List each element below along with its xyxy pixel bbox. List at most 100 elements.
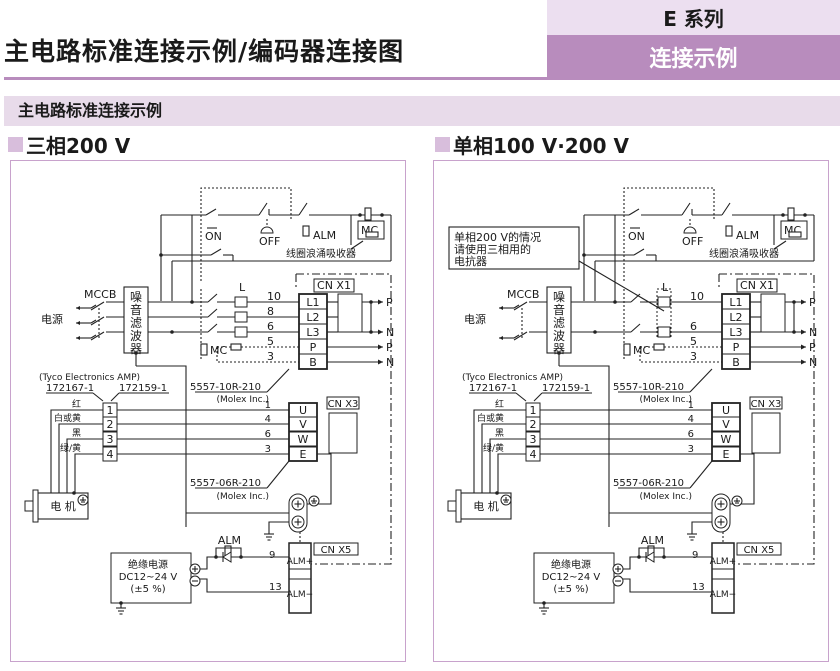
dc-out-label: P bbox=[809, 341, 816, 354]
motor-pin-label: 1 bbox=[107, 404, 114, 417]
reactor-outline bbox=[656, 288, 672, 338]
motor-label: 电 机 bbox=[473, 499, 499, 513]
cn-x3-tag bbox=[749, 396, 783, 410]
cn-x5-label: CN X5 bbox=[321, 545, 352, 556]
alm-plus-label: ALM+ bbox=[710, 557, 736, 567]
junction-dot bbox=[593, 330, 597, 334]
cn-x5-label: CN X5 bbox=[744, 545, 775, 556]
alm-relay-wire bbox=[215, 547, 242, 557]
diode-icon bbox=[645, 551, 655, 563]
surge-absorber-icon bbox=[788, 231, 802, 238]
junction-dot bbox=[190, 300, 194, 304]
reactor-coil-icon bbox=[657, 326, 671, 338]
noise-filter-label: 滤 bbox=[553, 316, 565, 330]
connector-part-10: 5557-10R-210 bbox=[190, 382, 261, 393]
dc-out-label: N bbox=[809, 326, 817, 339]
junction-dot bbox=[159, 253, 163, 257]
arrow-icon bbox=[378, 359, 383, 365]
noise-filter-box bbox=[123, 286, 149, 354]
alm-output-label: ALM bbox=[641, 534, 664, 547]
arrow-icon bbox=[378, 299, 383, 305]
reactor-coil-icon bbox=[234, 311, 248, 323]
motor-wire-color: 红 bbox=[72, 398, 81, 410]
alm-minus-label: ALM− bbox=[710, 590, 736, 600]
wire-number: 6 bbox=[688, 429, 694, 440]
note-box bbox=[448, 226, 580, 270]
wire-number: 6 bbox=[690, 320, 697, 333]
cn-x1-pin-label: B bbox=[309, 356, 317, 369]
noise-filter-label: 波 bbox=[553, 329, 565, 343]
wire-number: 3 bbox=[690, 350, 697, 363]
on-switch-icon bbox=[205, 208, 217, 216]
part-number-b: 172159-1 bbox=[542, 383, 590, 394]
surge-absorber-label: 线圈浪涌吸收器 bbox=[709, 247, 779, 260]
alm-relay-icon bbox=[302, 225, 310, 237]
junction-dot bbox=[170, 330, 174, 334]
on-switch-icon bbox=[210, 248, 222, 256]
junction-dot bbox=[380, 213, 384, 217]
alm-contact-icon bbox=[298, 202, 308, 216]
alm-minus-wire bbox=[199, 578, 289, 593]
alm-label: ALM bbox=[736, 229, 759, 242]
note-leader bbox=[578, 260, 665, 312]
wire-number: 4 bbox=[688, 414, 694, 425]
dc-out-label: N bbox=[386, 326, 394, 339]
mc-contact-icon bbox=[630, 293, 641, 303]
wire-number: 5 bbox=[690, 335, 697, 348]
reactor-coil-icon bbox=[234, 326, 248, 338]
connector-part-06: 5557-06R-210 bbox=[190, 478, 261, 489]
dc-out-label: P bbox=[386, 296, 393, 309]
motor-lead bbox=[66, 438, 103, 493]
arrow-icon bbox=[76, 306, 80, 310]
psu-label: (±5 %) bbox=[130, 584, 165, 595]
cn-x1-tag bbox=[313, 278, 355, 293]
reactor-label: L bbox=[662, 281, 669, 294]
junction-dot bbox=[662, 555, 666, 559]
alm-output-label: ALM bbox=[218, 534, 241, 547]
molex-label: (Molex Inc.) bbox=[639, 395, 692, 405]
motor-pin-label: 2 bbox=[107, 418, 114, 431]
motor-lead bbox=[489, 438, 526, 493]
noise-filter-label: 音 bbox=[553, 302, 565, 317]
note-line: 电抗器 bbox=[454, 254, 487, 268]
junction-dot bbox=[613, 300, 617, 304]
wire-number: 1 bbox=[265, 400, 271, 411]
noise-filter-label: 滤 bbox=[130, 316, 142, 330]
motor-wire-color: 白或黄 bbox=[477, 412, 504, 424]
wire-number: 8 bbox=[267, 305, 274, 318]
bullet-square-icon bbox=[8, 137, 23, 152]
wire-number: 6 bbox=[267, 320, 274, 333]
arrow-icon bbox=[76, 321, 80, 325]
cn-x1-label: CN X1 bbox=[317, 279, 351, 292]
alm-minus-wire bbox=[622, 578, 712, 593]
mccb-contact-icon bbox=[513, 304, 520, 309]
off-button-icon bbox=[260, 226, 274, 234]
surge-absorber-icon bbox=[365, 231, 379, 238]
on-switch-icon bbox=[633, 248, 645, 256]
note-line: 请使用三相用的 bbox=[454, 242, 531, 256]
ground-wire bbox=[691, 521, 712, 529]
cn-x1-pin-label: P bbox=[310, 341, 317, 354]
motor-flange-icon bbox=[455, 489, 462, 523]
alm-label: ALM bbox=[313, 229, 336, 242]
regen-resistor-icon bbox=[653, 343, 665, 351]
ground-wire bbox=[268, 521, 289, 529]
part-number-b: 172159-1 bbox=[119, 383, 167, 394]
reactor-coil-icon bbox=[234, 296, 248, 308]
power-source-label: 电源 bbox=[41, 312, 63, 326]
cn-x1-pin-label: B bbox=[732, 356, 740, 369]
mc-contact-icon bbox=[207, 293, 218, 303]
motor-lead bbox=[497, 453, 526, 493]
noise-filter-label: 波 bbox=[130, 329, 142, 343]
wire-number: 10 bbox=[690, 290, 704, 303]
cn-x1-pin-label: L3 bbox=[306, 326, 319, 339]
mc-label: MC bbox=[210, 344, 227, 357]
junction-dot bbox=[239, 555, 243, 559]
mccb-contact-icon bbox=[513, 334, 520, 339]
mc-coil-icon bbox=[364, 207, 372, 221]
filter-ground bbox=[559, 365, 610, 527]
on-switch-icon bbox=[628, 208, 640, 216]
motor-pin-label: 4 bbox=[107, 448, 114, 461]
mccb-contact-icon bbox=[90, 319, 97, 324]
